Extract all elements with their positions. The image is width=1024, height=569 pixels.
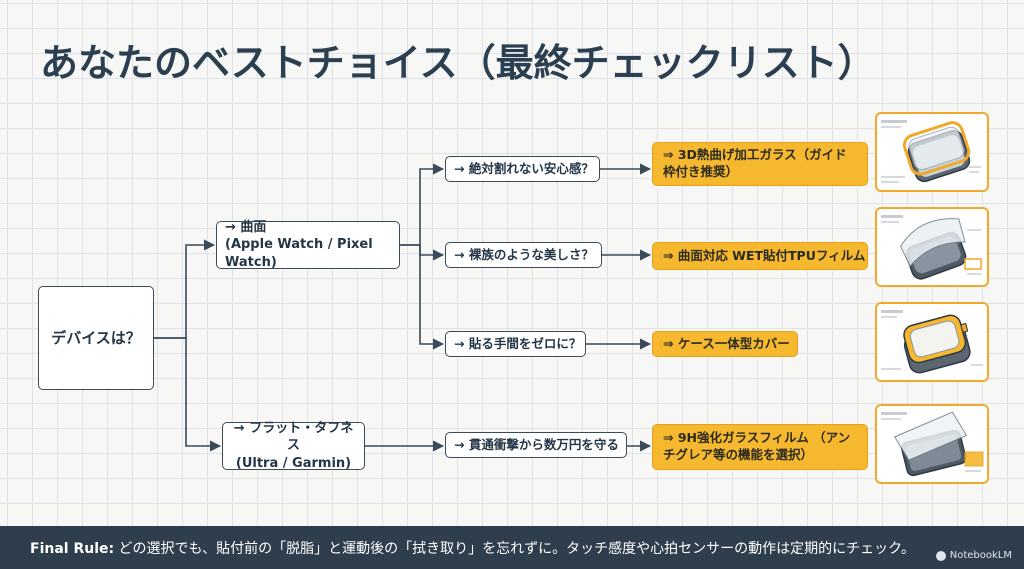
watch-tpu-film-icon [875, 207, 989, 287]
notebooklm-logo: NotebookLM [935, 550, 1012, 561]
question-zero-effort: → 貼る手間をゼロに？ [445, 331, 586, 357]
category-curved-title: → 曲面 [225, 219, 267, 235]
page-title: あなたのベストチョイス（最終チェックリスト） [40, 41, 876, 85]
question-impact-protection: → 貫通衝撃から数万円を守る [445, 432, 627, 458]
watch-case-cover-icon [875, 302, 989, 382]
question-unbreakable: → 絶対割れない安心感？ [445, 156, 600, 182]
notebooklm-logo-text: NotebookLM [949, 550, 1012, 561]
connector-cat1-q1 [400, 163, 445, 246]
category-flat-box: → フラット・タフネス (Ultra / Garmin) [222, 420, 365, 471]
final-rule-body: どの選択でも、貼付前の「脱脂」と運動後の「拭き取り」を忘れずに。タッチ感度や心拍… [118, 541, 916, 557]
watch-glass-guide-icon [875, 112, 989, 192]
connector-cat1-q2 [400, 244, 445, 261]
footer-bar: Final Rule: どの選択でも、貼付前の「脱脂」と運動後の「拭き取り」を忘… [0, 526, 1024, 569]
category-flat-title: → フラット・タフネス [233, 420, 354, 454]
question-naked-look: → 裸族のような美しさ？ [445, 242, 602, 268]
root-question-box: デバイスは？ [38, 286, 154, 390]
answer-case-cover: ⇒ ケース一体型カバー [652, 331, 798, 357]
watch-flat-glass-icon [875, 404, 989, 484]
final-rule-text: Final Rule: どの選択でも、貼付前の「脱脂」と運動後の「拭き取り」を忘… [30, 538, 915, 558]
category-curved-box: → 曲面 (Apple Watch / Pixel Watch) [216, 219, 400, 270]
connector-cat1-q3 [419, 245, 445, 350]
connector-root-cat2 [154, 337, 222, 452]
category-curved-models: (Apple Watch / Pixel Watch) [225, 237, 373, 270]
category-flat-models: (Ultra / Garmin) [235, 455, 352, 471]
answer-9h-glass: ⇒ 9H強化ガラスフィルム （アンチグレア等の機能を選択） [652, 424, 868, 470]
connector-root-cat1 [154, 239, 216, 339]
answer-3d-glass: ⇒ 3D熱曲げ加工ガラス（ガイド枠付き推奨） [652, 142, 868, 186]
final-rule-label: Final Rule: [30, 541, 115, 557]
answer-tpu-film: ⇒ 曲面対応 WET貼付TPUフィルム [652, 242, 868, 270]
notebooklm-logo-icon [935, 550, 946, 561]
